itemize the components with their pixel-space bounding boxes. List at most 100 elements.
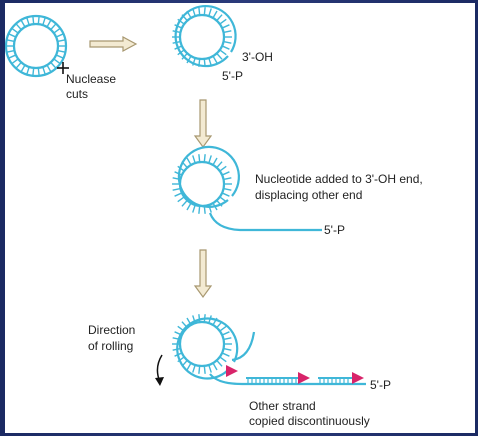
base-pair-rung	[186, 362, 192, 371]
stage1-circle	[5, 14, 68, 78]
stage3-circle	[172, 145, 322, 232]
base-pair-rung	[203, 365, 206, 374]
base-pair-rung	[212, 362, 218, 371]
base-pair-rung	[212, 202, 218, 211]
base-pair-rung	[208, 155, 212, 164]
base-pair-rung	[11, 58, 19, 65]
base-pair-rung	[219, 356, 227, 363]
stage2-circle	[172, 4, 237, 68]
base-pair-rung	[203, 58, 206, 67]
base-pair-rung	[186, 202, 192, 211]
base-pair-rung	[172, 30, 181, 34]
base-pair-rung	[46, 19, 52, 28]
okazaki-fragment-2	[318, 372, 364, 384]
base-pair-rung	[221, 171, 230, 176]
base-pair-rung	[198, 154, 201, 163]
base-pair-rung	[181, 199, 188, 207]
other-strand-label-line2: copied discontinuously	[249, 414, 370, 428]
base-pair-rung	[192, 57, 196, 66]
base-pair-rung	[26, 17, 30, 26]
base-pair-rung	[174, 24, 183, 29]
base-pair-rung	[192, 315, 196, 324]
base-pair-rung	[221, 192, 230, 197]
base-pair-rung	[186, 10, 192, 19]
base-pair-rung	[50, 61, 57, 69]
base-pair-rung	[216, 161, 223, 169]
base-pair-rung	[6, 49, 15, 53]
base-pair-rung	[219, 325, 227, 332]
base-pair-rung	[6, 39, 15, 43]
rolling-circle-diagram: Nuclease cuts 3'-OH 5'-P Nucleotide add	[5, 4, 423, 428]
base-pair-rung	[198, 58, 201, 67]
base-pair-rung	[50, 23, 57, 31]
diagram-panel: Nuclease cuts 3'-OH 5'-P Nucleotide add	[5, 3, 475, 433]
base-pair-rung	[57, 39, 66, 43]
okazaki-fragment-1	[246, 372, 310, 384]
base-pair-rung	[181, 321, 188, 329]
base-pair-rung	[212, 55, 218, 64]
base-pair-rung	[208, 364, 212, 373]
base-pair-rung	[198, 205, 201, 214]
stage2-base-pairs	[172, 7, 232, 67]
three-oh-label: 3'-OH	[242, 50, 273, 64]
stage4-template-strand	[209, 373, 366, 386]
base-pair-rung	[216, 321, 223, 329]
stage1-inner-strand	[12, 22, 60, 70]
direction-label-line1: Direction	[88, 323, 135, 337]
base-pair-rung	[208, 57, 212, 66]
base-pair-rung	[42, 66, 46, 75]
base-pair-rung	[37, 67, 40, 76]
base-pair-rung	[20, 64, 26, 73]
base-pair-rung	[203, 154, 206, 163]
five-p-label-3: 5'-P	[370, 378, 391, 392]
base-pair-rung	[198, 7, 201, 16]
base-pair-rung	[203, 314, 206, 323]
base-pair-rung	[223, 187, 232, 191]
stage3-inner-strand	[178, 160, 226, 208]
base-pair-rung	[32, 67, 35, 76]
base-pair-rung	[186, 55, 192, 64]
base-pair-rung	[53, 58, 61, 65]
base-pair-rung	[221, 45, 230, 50]
base-pair-rung	[216, 359, 223, 367]
arrow-down-icon-1	[193, 99, 213, 149]
stage4-base-pairs	[172, 314, 232, 374]
five-p-label-2: 5'-P	[324, 223, 345, 237]
base-pair-rung	[216, 199, 223, 207]
base-pair-rung	[177, 18, 185, 25]
base-pair-rung	[8, 54, 17, 59]
base-pair-rung	[174, 45, 183, 50]
base-pair-rung	[208, 315, 212, 324]
base-pair-rung	[223, 177, 232, 181]
base-pair-rung	[223, 347, 232, 351]
primer-marker-3	[352, 372, 364, 384]
stage4-displaced-strand	[231, 331, 256, 362]
base-pair-rung	[53, 27, 61, 34]
direction-label-line2: of rolling	[88, 339, 133, 353]
base-pair-rung	[219, 165, 227, 172]
stage1-base-pairs	[6, 16, 66, 76]
base-pair-rung	[219, 196, 227, 203]
base-pair-rung	[55, 54, 64, 59]
primer-marker-1	[226, 365, 238, 377]
base-pair-rung	[223, 337, 232, 341]
base-pair-rung	[8, 33, 17, 38]
five-p-label-1: 5'-P	[222, 69, 243, 83]
base-pair-rung	[181, 14, 188, 22]
base-pair-rung	[212, 157, 218, 166]
base-pair-rung	[221, 331, 230, 336]
base-pair-rung	[216, 52, 223, 60]
base-pair-rung	[177, 356, 185, 363]
base-pair-rung	[15, 61, 22, 69]
nuclease-label-line2: cuts	[66, 87, 88, 101]
base-pair-rung	[172, 177, 181, 181]
base-pair-rung	[219, 49, 227, 56]
base-pair-rung	[174, 192, 183, 197]
base-pair-rung	[221, 352, 230, 357]
base-pair-rung	[198, 314, 201, 323]
base-pair-rung	[219, 18, 227, 25]
stage4-inner-strand	[178, 320, 226, 368]
base-pair-rung	[172, 337, 181, 341]
base-pair-rung	[203, 7, 206, 16]
